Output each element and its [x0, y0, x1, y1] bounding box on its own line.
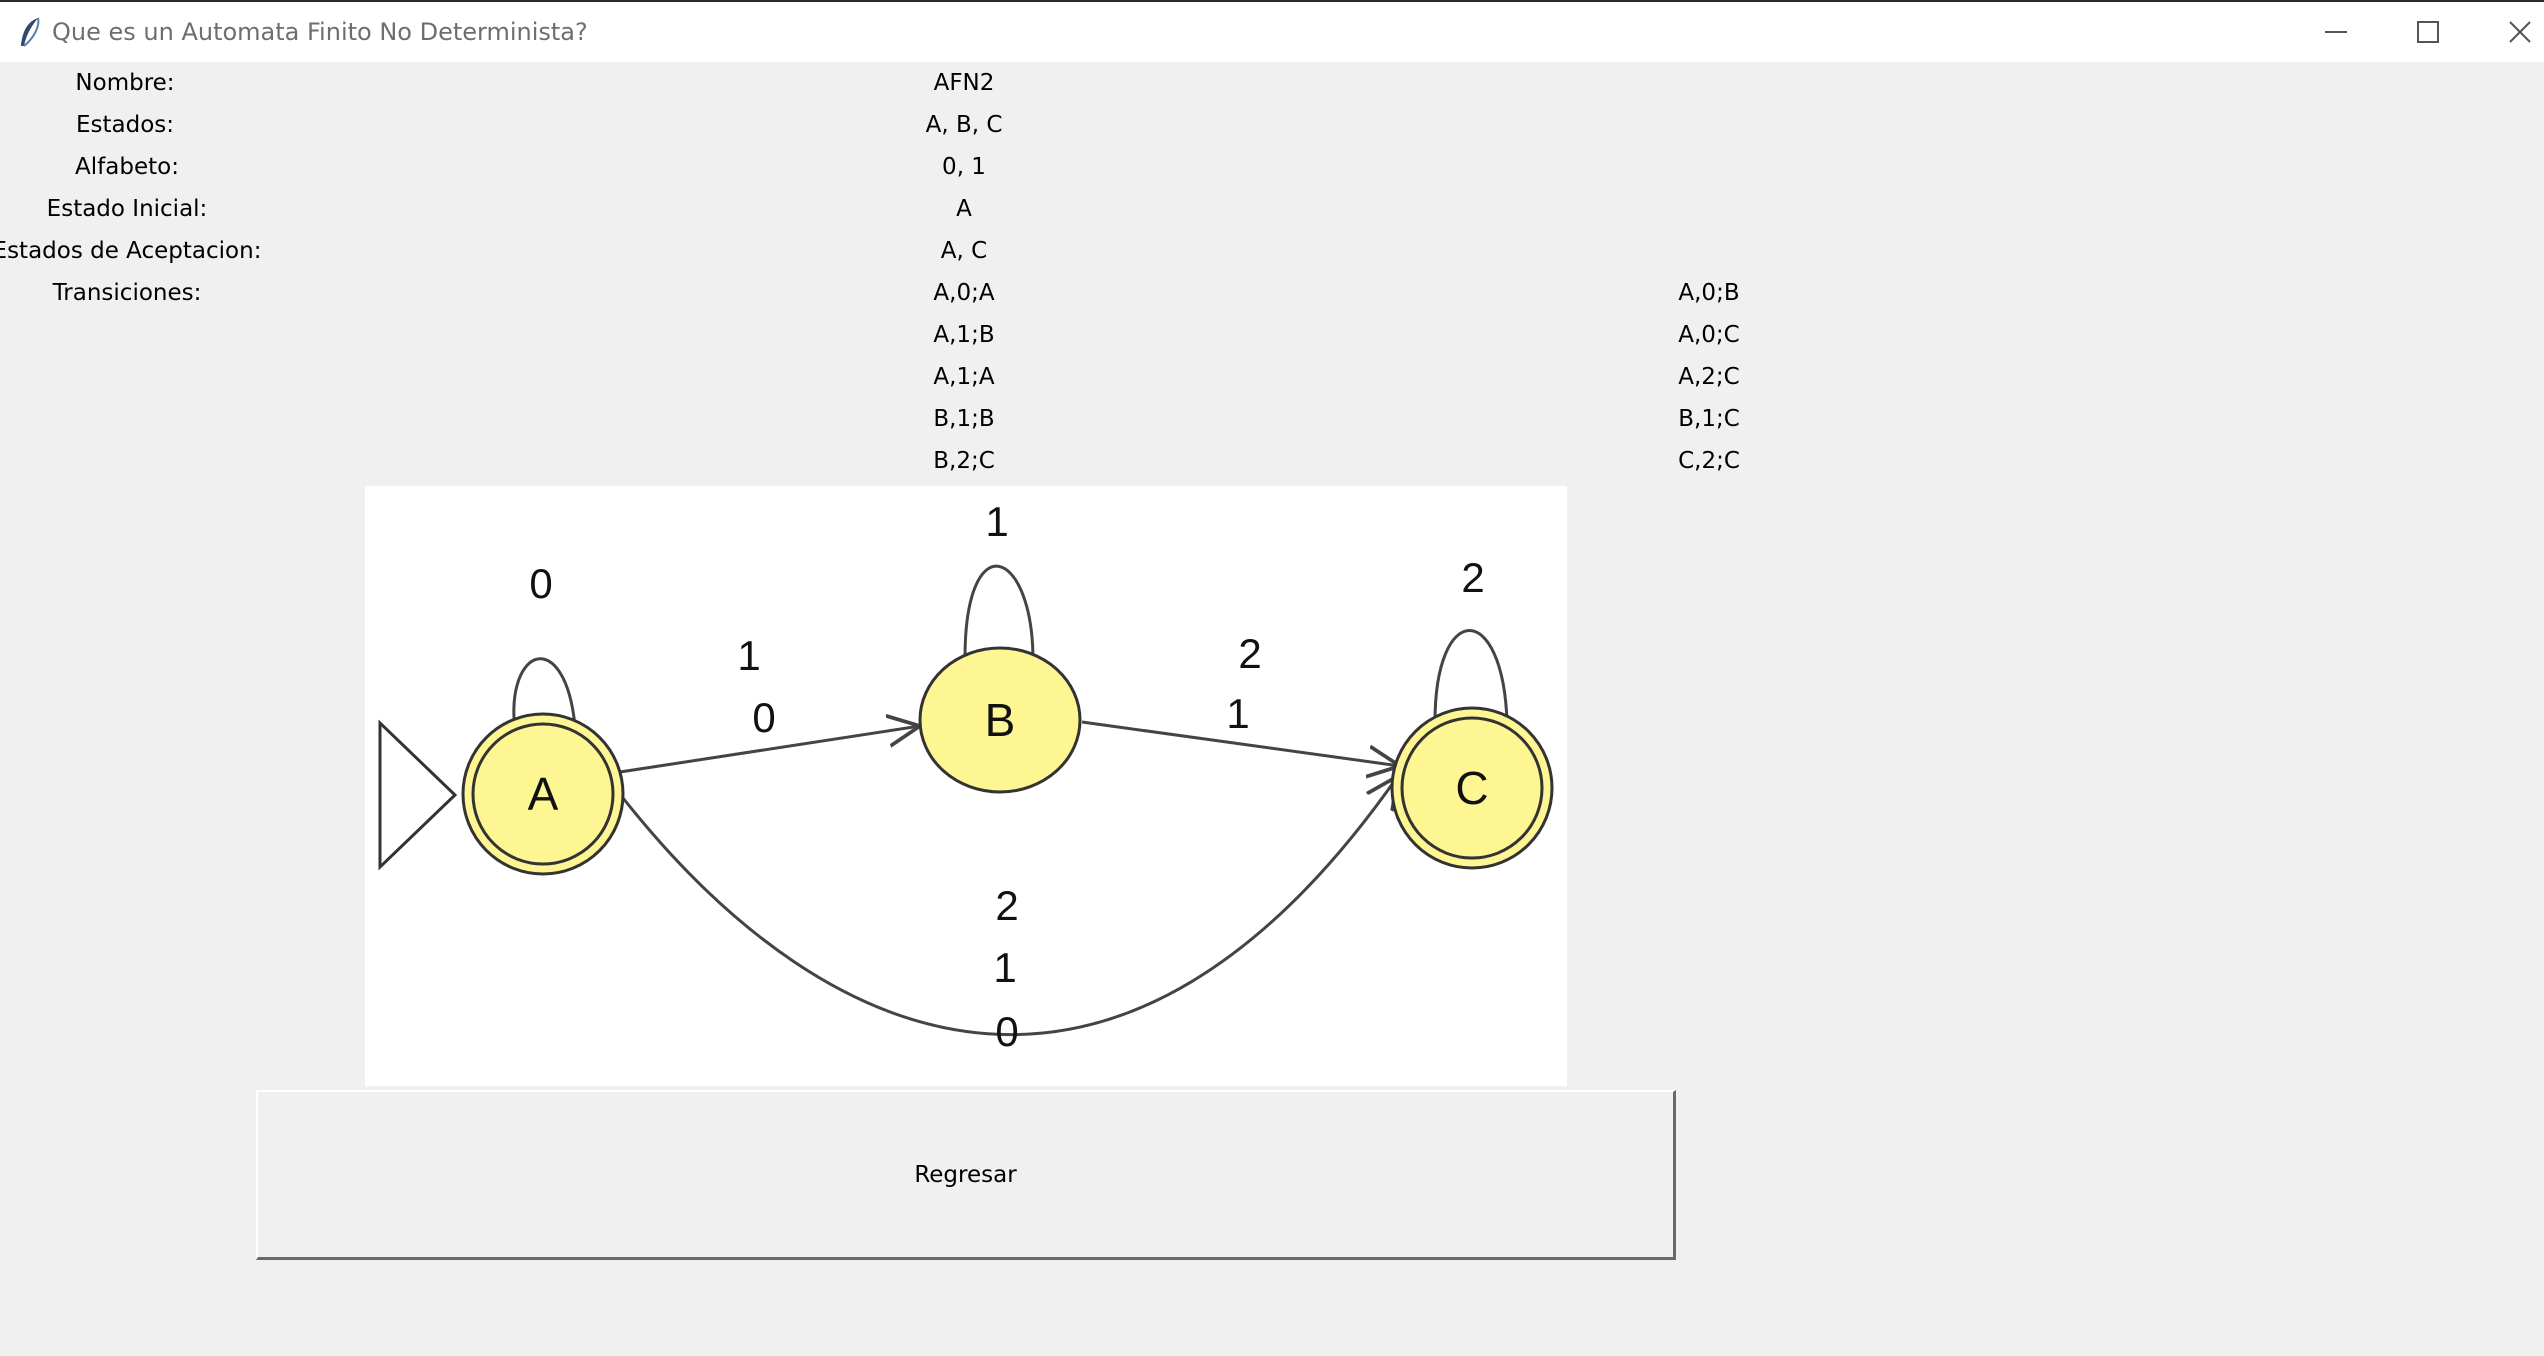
transition-item: A,1;B	[933, 322, 995, 348]
estados-aceptacion-label: Estados de Aceptacion:	[0, 238, 262, 264]
state-c: C	[1390, 706, 1554, 870]
alfabeto-label: Alfabeto:	[75, 154, 179, 180]
transition-item: A,0;B	[1678, 280, 1740, 306]
edge-a-b-label: 1	[737, 632, 760, 679]
edge-a-c	[621, 776, 1398, 1037]
regresar-button[interactable]: Regresar	[256, 1090, 1676, 1260]
nombre-label: Nombre:	[75, 70, 175, 96]
transition-item: C,2;C	[1678, 448, 1740, 474]
loop-c-label: 2	[1461, 554, 1484, 601]
automaton-diagram: A B C 0 1 2 1 0 2 1 2 1 0	[365, 486, 1567, 1086]
transition-item: A,2;C	[1678, 364, 1740, 390]
transition-item: A,0;C	[1678, 322, 1740, 348]
estados-aceptacion-value: A, C	[940, 238, 988, 264]
estados-label: Estados:	[75, 112, 175, 138]
transition-item: A,0;A	[933, 280, 995, 306]
state-a-label: A	[528, 768, 559, 820]
maximize-icon	[2417, 21, 2439, 43]
transition-item: B,1;B	[933, 406, 995, 432]
edge-a-c-label: 1	[993, 944, 1016, 991]
initial-state-marker	[378, 719, 458, 871]
transition-item: B,2;C	[933, 448, 995, 474]
state-a: A	[461, 712, 625, 876]
close-button[interactable]	[2474, 2, 2544, 62]
state-b-label: B	[985, 694, 1016, 746]
estado-inicial-label: Estado Inicial:	[46, 196, 208, 222]
title-bar: Que es un Automata Finito No Determinist…	[0, 0, 2544, 62]
edge-b-c-label: 2	[1238, 630, 1261, 677]
transition-item: B,1;C	[1678, 406, 1740, 432]
estado-inicial-value: A	[956, 196, 972, 222]
edge-a-b	[619, 726, 920, 774]
alfabeto-value: 0, 1	[942, 154, 986, 180]
nombre-value: AFN2	[933, 70, 995, 96]
loop-a-label: 0	[529, 560, 552, 607]
edge-a-b-label: 0	[752, 694, 775, 741]
estados-value: A, B, C	[925, 112, 1003, 138]
edge-b-c	[1081, 720, 1400, 766]
transiciones-label: Transiciones:	[52, 280, 202, 306]
maximize-button[interactable]	[2382, 2, 2474, 62]
window-title: Que es un Automata Finito No Determinist…	[52, 18, 588, 46]
edge-a-c-label: 2	[995, 882, 1018, 929]
edge-a-c-label: 0	[995, 1008, 1018, 1055]
minimize-button[interactable]	[2290, 2, 2382, 62]
edge-b-c-label: 1	[1226, 690, 1249, 737]
loop-b	[965, 564, 1035, 658]
transition-item: A,1;A	[933, 364, 995, 390]
loop-a	[514, 657, 577, 730]
loop-b-label: 1	[985, 498, 1008, 545]
loop-c	[1435, 629, 1509, 723]
close-icon	[2509, 21, 2531, 43]
automaton-svg: A B C 0 1 2 1 0 2 1 2 1 0	[378, 498, 1554, 1055]
feather-icon	[21, 17, 40, 47]
minimize-icon	[2325, 31, 2347, 33]
state-c-label: C	[1455, 762, 1488, 814]
state-b: B	[918, 646, 1082, 794]
